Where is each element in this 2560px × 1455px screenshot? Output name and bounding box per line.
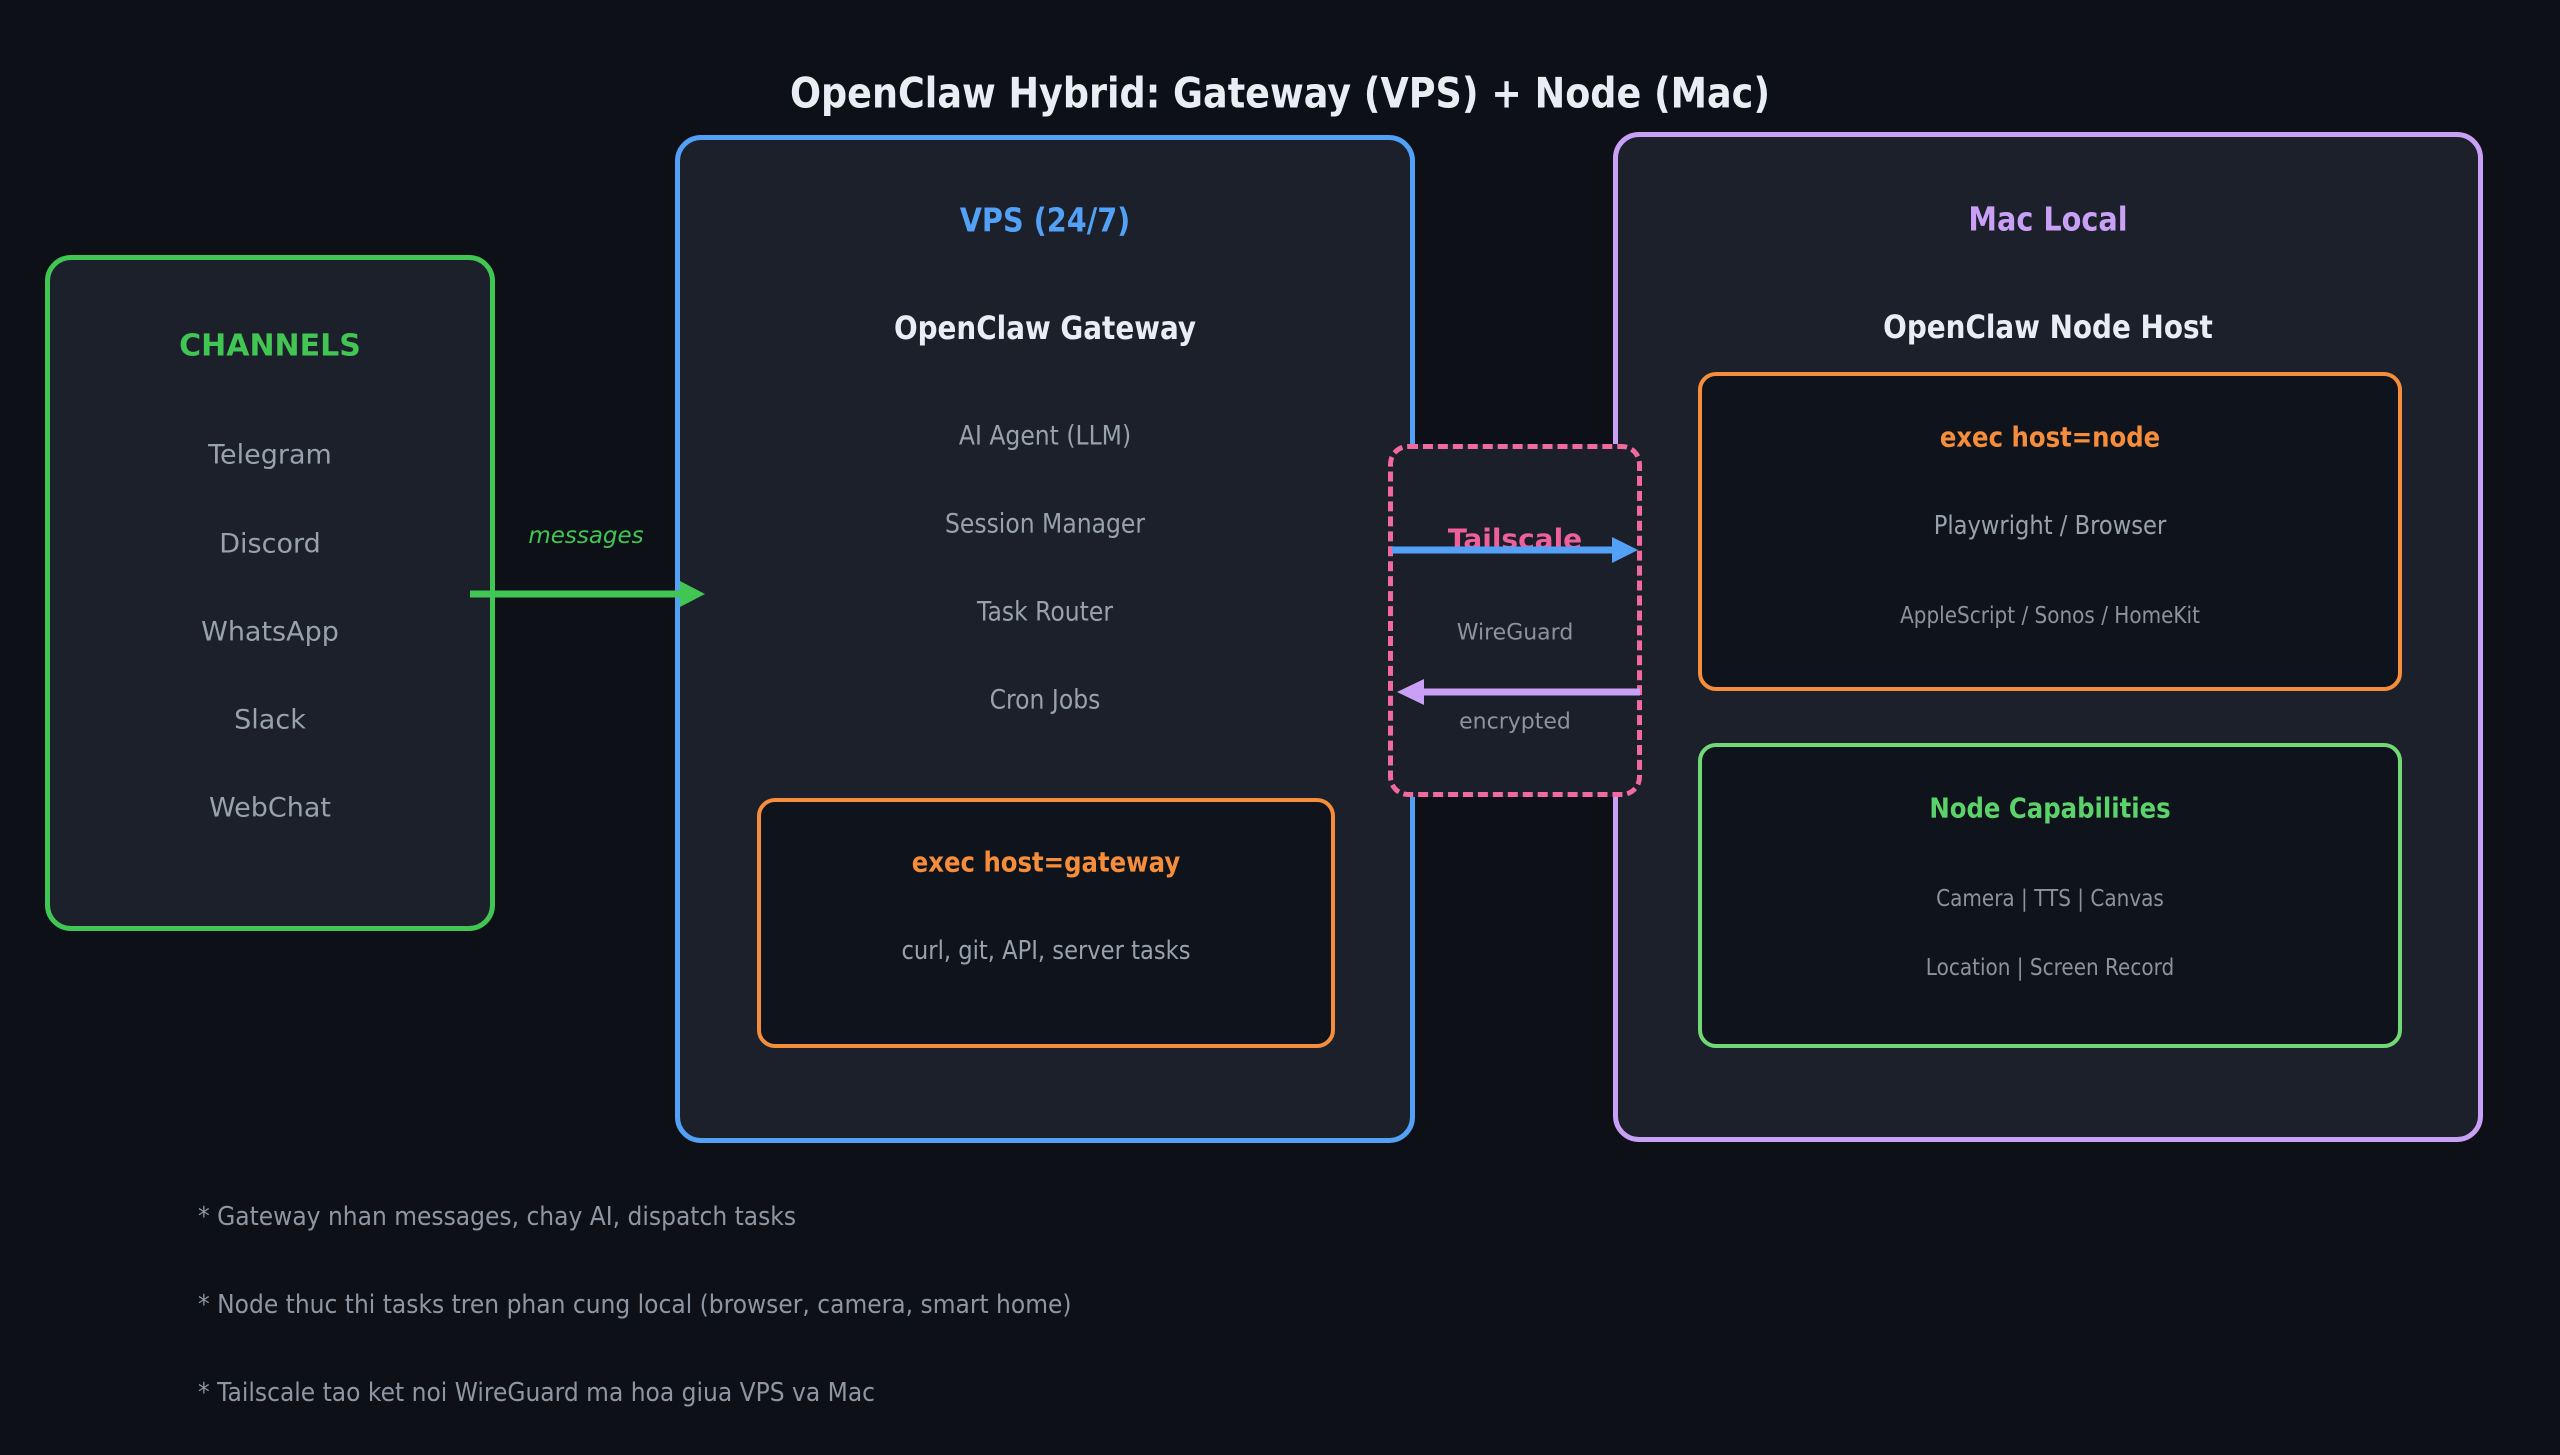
tailscale-label: Tailscale: [1447, 522, 1583, 556]
capability-line-location: Location | Screen Record: [1925, 955, 2175, 981]
mac-box-title: Mac Local: [1968, 199, 2128, 239]
tailscale-tunnel-box: [1388, 444, 1642, 797]
capability-line-camera: Camera | TTS | Canvas: [1936, 886, 2164, 912]
vps-component-cron-jobs: Cron Jobs: [989, 684, 1101, 716]
page-title: OpenClaw Hybrid: Gateway (VPS) + Node (M…: [789, 68, 1771, 118]
node-capabilities-box: [1698, 743, 2402, 1048]
channel-item-slack: Slack: [234, 704, 306, 736]
exec-gateway-description: curl, git, API, server tasks: [901, 936, 1191, 966]
vps-component-session-manager: Session Manager: [944, 508, 1146, 540]
channels-box-title: CHANNELS: [179, 328, 361, 364]
footnote-node: * Node thuc thi tasks tren phan cung loc…: [198, 1290, 1072, 1320]
vps-box-title: VPS (24/7): [959, 200, 1131, 240]
wireguard-label: WireGuard: [1456, 620, 1574, 646]
channels-box: [45, 255, 495, 931]
node-host-title: OpenClaw Node Host: [1883, 308, 2213, 346]
node-capabilities-title: Node Capabilities: [1929, 791, 2171, 825]
exec-gateway-title: exec host=gateway: [911, 845, 1181, 879]
exec-node-title: exec host=node: [1939, 420, 2161, 454]
channel-item-telegram: Telegram: [208, 439, 332, 471]
vps-component-task-router: Task Router: [976, 596, 1114, 628]
exec-node-line-applescript: AppleScript / Sonos / HomeKit: [1900, 603, 2200, 629]
messages-flow-label: messages: [528, 523, 644, 549]
messages-arrow-icon: [470, 581, 705, 607]
exec-gateway-box: [757, 798, 1335, 1048]
footnote-gateway: * Gateway nhan messages, chay AI, dispat…: [198, 1202, 797, 1232]
channel-item-discord: Discord: [219, 528, 321, 560]
channel-item-whatsapp: WhatsApp: [201, 616, 339, 648]
gateway-title: OpenClaw Gateway: [893, 309, 1197, 347]
channel-item-webchat: WebChat: [209, 792, 331, 824]
encrypted-label: encrypted: [1459, 709, 1571, 735]
exec-node-line-playwright: Playwright / Browser: [1933, 511, 2167, 541]
vps-component-ai-agent: AI Agent (LLM): [958, 420, 1132, 452]
exec-node-box: [1698, 372, 2402, 691]
footnote-tailscale: * Tailscale tao ket noi WireGuard ma hoa…: [198, 1378, 876, 1408]
